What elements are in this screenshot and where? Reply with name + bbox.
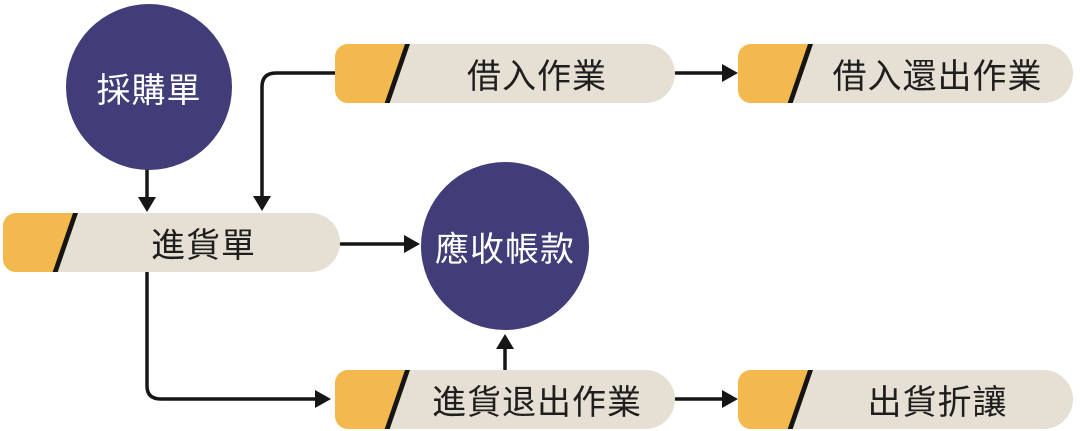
node-purchase-order: 採購單	[66, 4, 232, 170]
arrow-purchase-return-to-accounts-receivable	[496, 334, 514, 371]
node-goods-receipt: 進貨單	[3, 213, 340, 272]
pill-accent-shape	[3, 213, 79, 272]
pill-accent-shape	[738, 370, 813, 429]
node-purchase-order-label: 採購單	[96, 70, 202, 111]
node-shipping-allowance: 出貨折讓	[738, 370, 1073, 429]
node-borrow-in: 借入作業	[335, 44, 675, 103]
node-purchase-return: 進貨退出作業	[335, 370, 675, 429]
pill-accent-shape	[335, 370, 410, 429]
node-purchase-return-label: 進貨退出作業	[432, 383, 642, 423]
node-accounts-receivable: 應收帳款	[421, 162, 589, 330]
arrow-goods-receipt-to-purchase-return	[145, 271, 331, 408]
node-goods-receipt-label: 進貨單	[151, 226, 256, 266]
pill-accent-shape	[738, 44, 813, 103]
arrow-purchase-return-to-shipping-allowance	[674, 390, 738, 408]
arrow-borrow-in-to-borrow-return	[674, 64, 738, 82]
arrow-purchase-order-to-goods-receipt	[138, 166, 156, 212]
node-borrow-return: 借入還出作業	[738, 44, 1073, 103]
node-accounts-receivable-label: 應收帳款	[435, 229, 575, 270]
node-borrow-return-label: 借入還出作業	[832, 57, 1043, 97]
arrow-borrow-in-to-goods-receipt	[253, 71, 338, 211]
node-shipping-allowance-label: 出貨折讓	[867, 383, 1008, 423]
arrow-goods-receipt-to-accounts-receivable	[339, 235, 420, 253]
node-borrow-in-label: 借入作業	[467, 57, 607, 97]
pill-accent-shape	[335, 44, 410, 103]
